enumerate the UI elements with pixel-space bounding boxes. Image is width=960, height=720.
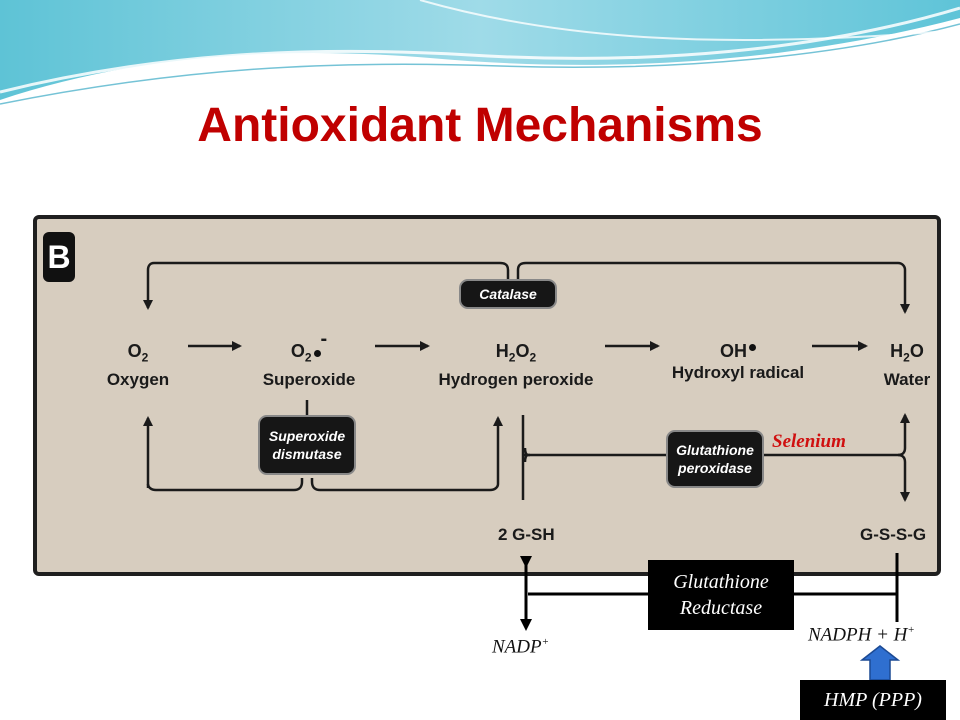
- glutathione-peroxidase-enzyme: Glutathione peroxidase: [666, 430, 764, 488]
- catalase-enzyme: Catalase: [459, 279, 557, 309]
- radical-dot-icon: [749, 344, 756, 351]
- nadph-label: NADPH + H+: [808, 624, 915, 646]
- superoxide-node: O2- Superoxide: [262, 328, 356, 389]
- panel-label: B: [43, 232, 75, 282]
- hmp-up-arrow: [859, 645, 901, 681]
- hydroxyl-radical-node: OH Hydroxyl radical: [671, 341, 805, 382]
- sod-to-peroxide-arrow: [310, 416, 503, 492]
- header-wave-decoration: [0, 0, 960, 105]
- catalase-to-oxygen-line: [143, 261, 510, 310]
- superoxide-dismutase-enzyme: Superoxide dismutase: [258, 415, 356, 475]
- gpx-to-gssg-arrow: [897, 453, 910, 502]
- oxygen-node: O2 Oxygen: [106, 341, 170, 389]
- radical-dot-icon: [313, 350, 321, 357]
- nadp-label: NADP+: [492, 636, 550, 658]
- page-title: Antioxidant Mechanisms: [197, 99, 763, 152]
- catalase-to-water-line: [516, 261, 910, 314]
- selenium-cofactor: Selenium: [772, 431, 846, 452]
- glutathione-reductase-box: Glutathione Reductase: [648, 560, 794, 630]
- minus-charge-icon: -: [320, 328, 328, 350]
- oxidized-glutathione: G-S-S-G: [860, 525, 927, 544]
- hydrogen-peroxide-node: H2O2 Hydrogen peroxide: [438, 341, 594, 389]
- gpx-to-water-arrow: [897, 413, 910, 457]
- reduced-glutathione: 2 G-SH: [498, 525, 555, 544]
- diagram-panel: [33, 215, 941, 576]
- water-node: H2O Water: [883, 341, 931, 389]
- hmp-ppp-box: HMP (PPP): [800, 680, 946, 720]
